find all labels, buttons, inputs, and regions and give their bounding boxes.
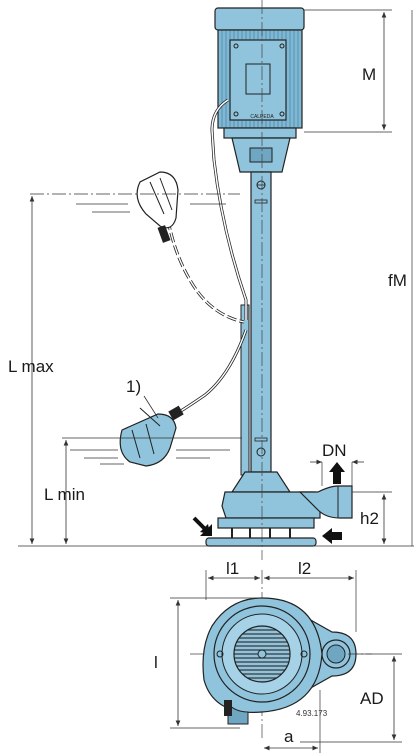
dimension-M: M [304,9,392,133]
float-note: 1) [126,377,159,419]
dimension-DN: DN [310,441,364,486]
label-M: M [362,65,376,84]
motor-flange [223,127,297,139]
label-AD: AD [360,689,384,708]
inlet-arrow-right [322,528,342,544]
pump-top-view: 4.93.173 [190,570,372,740]
label-float-note: 1) [126,377,141,396]
dimension-AD: AD [300,653,402,743]
dimension-l2: l2 [264,559,357,632]
label-l1: l1 [226,559,239,578]
discharge-outlet [298,485,353,519]
label-L-max: L max [8,357,54,376]
suction-ring [217,517,315,529]
dimension-a: a [264,690,321,753]
label-l2: l2 [298,559,311,578]
label-h2: h2 [360,509,379,528]
motor-terminal-box [229,39,287,121]
dimension-l1: l1 [205,559,260,600]
water-levels [18,193,414,547]
float-switch-low [119,329,248,467]
label-L-min: L min [44,485,85,504]
pump-side-view: CALPEDA [205,7,353,547]
label-fM: fM [388,271,407,290]
drawing-number: 4.93.173 [296,709,328,718]
dimension-h2: h2 [352,491,392,544]
label-a: a [284,727,294,746]
motor-top-cap [214,7,305,31]
dimension-L-max: L max [8,196,54,544]
float-switch-high [136,171,245,324]
outlet-arrow-up [329,462,345,484]
float-low-body [119,413,177,467]
dimension-l: l [154,597,262,729]
flow-arrows [192,462,345,544]
label-DN: DN [322,441,347,460]
dimension-L-min: L min [44,440,85,544]
label-l: l [154,653,158,672]
column-pipe [250,171,272,473]
base-plate [205,537,317,547]
